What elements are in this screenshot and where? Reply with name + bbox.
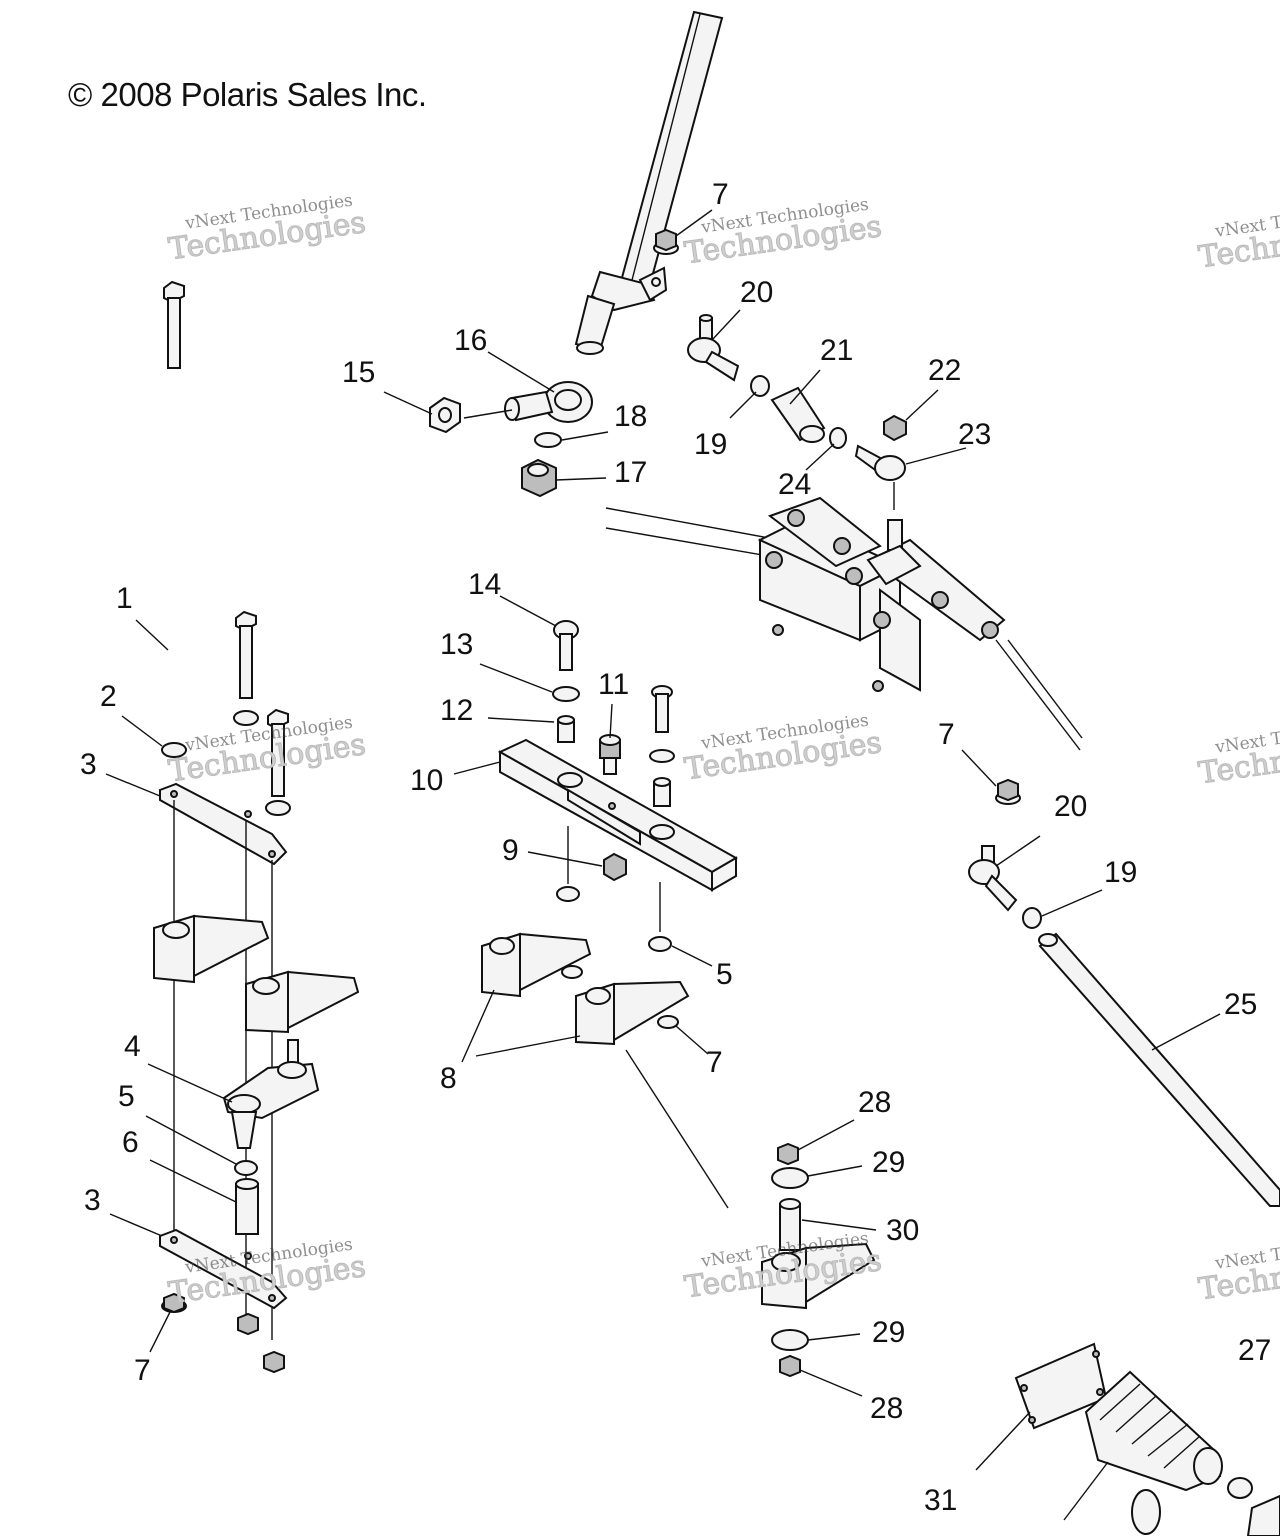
callout-31: 31	[924, 1484, 957, 1517]
part-7-flange-nut-right	[995, 778, 1021, 805]
part-23-tie-rod-end	[854, 444, 906, 510]
part-8-mount-right	[575, 980, 690, 1046]
part-5-washer-center-left	[556, 886, 580, 902]
left-mount-a	[153, 914, 270, 984]
part-11-nut	[599, 734, 621, 775]
part-9-nut	[603, 852, 627, 882]
part-28-nut-upper	[777, 1142, 799, 1166]
part-29-grommet-lower	[771, 1329, 809, 1351]
callout-7: 7	[712, 178, 729, 211]
callout-7: 7	[706, 1046, 723, 1079]
part-22-nut	[883, 414, 907, 442]
callout-3: 3	[80, 748, 97, 781]
part-10-crossmember	[497, 738, 739, 892]
left-washer-b	[233, 710, 259, 726]
callout-18: 18	[614, 400, 647, 433]
part-6-bushing	[235, 1178, 259, 1235]
leader-lines	[105, 209, 1221, 1521]
part-19-jam-nut-lower	[1022, 907, 1042, 929]
left-mount-b	[245, 970, 360, 1034]
callout-21: 21	[820, 334, 853, 367]
callout-7: 7	[134, 1354, 151, 1387]
callout-17: 17	[614, 456, 647, 489]
part-20-tie-rod-end-lower	[968, 845, 1018, 912]
callout-28: 28	[870, 1392, 903, 1425]
part-25-tie-rod	[1038, 932, 1280, 1207]
callout-7: 7	[938, 718, 955, 751]
boot-clamp	[1131, 1489, 1161, 1535]
steering-shaft	[574, 10, 724, 355]
callout-14: 14	[468, 568, 501, 601]
part-24-jam-nut	[829, 427, 847, 449]
callout-15: 15	[342, 356, 375, 389]
part-29-grommet-upper	[771, 1167, 809, 1189]
callout-2: 2	[100, 680, 117, 713]
center-bolt-right	[649, 685, 675, 807]
part-21-adjuster-sleeve	[770, 386, 826, 443]
callout-29: 29	[872, 1146, 905, 1179]
part-12-spacer	[557, 715, 575, 743]
callout-19: 19	[1104, 856, 1137, 889]
part-8-mount-left	[481, 932, 592, 998]
steering-gear-housing	[605, 496, 1083, 751]
callout-25: 25	[1224, 988, 1257, 1021]
callout-20: 20	[1054, 790, 1087, 823]
part-16-rod-end	[504, 381, 593, 423]
part-1-bolt	[163, 280, 185, 369]
left-washer-c	[265, 800, 291, 816]
callout-16: 16	[454, 324, 487, 357]
part-14-bolt	[553, 620, 579, 671]
callout-11: 11	[598, 668, 629, 701]
callout-8: 8	[440, 1062, 457, 1095]
callout-27: 27	[1238, 1334, 1271, 1367]
callout-6: 6	[122, 1126, 139, 1159]
callout-numbers: 7 20 16 15 21 22 18 23 19 17 24 1 14 13 …	[80, 178, 1271, 1517]
part-15-jam-nut	[429, 396, 461, 434]
callout-1: 1	[116, 582, 133, 615]
left-bolt-2	[235, 610, 257, 699]
part-7-flange-nut-left-c	[263, 1350, 285, 1374]
copyright-notice: © 2008 Polaris Sales Inc.	[68, 76, 427, 113]
part-28-nut-lower	[779, 1354, 801, 1378]
callout-19: 19	[694, 428, 727, 461]
part-3-plate-lower	[159, 1228, 288, 1310]
callout-24: 24	[778, 468, 811, 501]
part-4-pitman-arm	[222, 1039, 320, 1149]
callout-22: 22	[928, 354, 961, 387]
part-2-washer	[161, 742, 187, 758]
part-20-tie-rod-end-upper	[687, 314, 740, 382]
part-13-washer	[552, 686, 580, 702]
part-5-washer-center-right	[648, 936, 672, 952]
callout-30: 30	[886, 1214, 919, 1247]
callout-9: 9	[502, 834, 519, 867]
callout-20: 20	[740, 276, 773, 309]
boot-spacer	[1227, 1477, 1253, 1499]
part-3-plate-upper	[159, 782, 288, 866]
callout-29: 29	[872, 1316, 905, 1349]
callout-12: 12	[440, 694, 473, 727]
callout-28: 28	[858, 1086, 891, 1119]
part-5-washer-left	[234, 1160, 258, 1176]
callout-4: 4	[124, 1030, 141, 1063]
callout-5: 5	[716, 958, 733, 991]
steering-boot	[1084, 1370, 1223, 1492]
left-bolt-3	[267, 708, 289, 797]
part-19-jam-nut-upper	[750, 375, 770, 397]
part-30-sleeve	[779, 1198, 801, 1251]
part-7-flange-nut-left-a	[161, 1292, 187, 1314]
callout-5: 5	[118, 1080, 135, 1113]
part-18-washer	[534, 432, 562, 448]
part-7-flange-nut-left-b	[237, 1312, 259, 1336]
boot-ring	[1246, 1494, 1280, 1536]
callout-23: 23	[958, 418, 991, 451]
part-17-nut	[521, 458, 557, 498]
lower-mount-bracket	[761, 1242, 876, 1310]
part-7-flange-nut-top	[653, 228, 679, 255]
callout-10: 10	[410, 764, 443, 797]
callout-3: 3	[84, 1184, 101, 1217]
callout-13: 13	[440, 628, 473, 661]
